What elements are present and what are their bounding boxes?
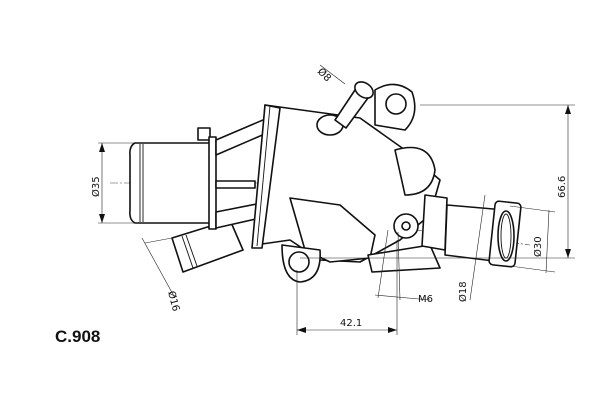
bypass-pipe: [171, 219, 244, 273]
dim-inlet-diameter: Ø35: [90, 176, 102, 197]
base-plate: [367, 244, 441, 273]
ribs: [215, 116, 275, 229]
upper-mounting-ear: [374, 83, 416, 131]
dim-bypass-diameter: Ø16: [165, 290, 182, 313]
dim-outlet-diameter: Ø30: [532, 236, 544, 257]
dim-height: 66.6: [557, 176, 568, 198]
inlet-pipe: [129, 127, 217, 230]
dim-horizontal-offset: 42.1: [340, 318, 362, 329]
dim-bleed-diameter: Ø8: [315, 66, 334, 85]
bleed-nipple: [316, 81, 374, 136]
dim-outlet-inner-diameter: Ø18: [457, 281, 469, 302]
lower-mounting-ear: [281, 244, 321, 283]
threaded-boss: [393, 213, 419, 239]
dimension-lines: [98, 64, 575, 335]
part-code-label: C.908: [55, 327, 101, 346]
dim-thread: M6: [418, 294, 433, 305]
outlet-pipe: [421, 194, 522, 268]
